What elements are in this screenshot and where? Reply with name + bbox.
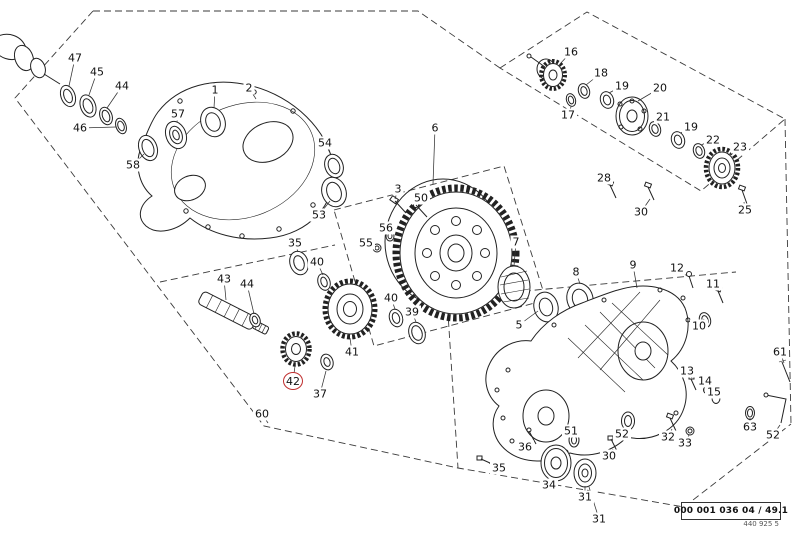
part-callout-52[interactable]: 52 bbox=[764, 428, 782, 442]
part-callout-32[interactable]: 32 bbox=[659, 430, 677, 444]
part-callout-7[interactable]: 7 bbox=[510, 235, 522, 249]
part-callout-8[interactable]: 8 bbox=[570, 265, 582, 279]
part-callout-46[interactable]: 46 bbox=[71, 121, 89, 135]
part-callout-31[interactable]: 31 bbox=[590, 512, 608, 526]
input-shaft bbox=[198, 291, 270, 335]
part-callout-33[interactable]: 33 bbox=[676, 436, 694, 450]
part-callout-51[interactable]: 51 bbox=[562, 424, 580, 438]
lower-gear-group bbox=[280, 250, 426, 371]
part-callout-52[interactable]: 52 bbox=[613, 427, 631, 441]
left-seal-stack bbox=[59, 84, 226, 162]
part-callout-30[interactable]: 30 bbox=[632, 205, 650, 219]
part-callout-53[interactable]: 53 bbox=[310, 208, 328, 222]
part-callout-1[interactable]: 1 bbox=[209, 83, 221, 97]
part-callout-9[interactable]: 9 bbox=[627, 258, 639, 272]
part-callout-40[interactable]: 40 bbox=[382, 291, 400, 305]
part-callout-56[interactable]: 56 bbox=[377, 221, 395, 235]
top-right-cluster bbox=[526, 53, 748, 205]
part-callout-39[interactable]: 39 bbox=[403, 305, 421, 319]
part-callout-50[interactable]: 50 bbox=[412, 191, 430, 205]
part-callout-47[interactable]: 47 bbox=[66, 51, 84, 65]
axle-stub bbox=[0, 33, 61, 85]
part-callout-11[interactable]: 11 bbox=[704, 277, 722, 291]
part-callout-10[interactable]: 10 bbox=[690, 319, 708, 333]
part-callout-20[interactable]: 20 bbox=[651, 81, 669, 95]
part-callout-6[interactable]: 6 bbox=[429, 121, 441, 135]
drawing-number-box: 000 001 036 04 / 49.1 bbox=[674, 502, 788, 520]
part-callout-34[interactable]: 34 bbox=[540, 478, 558, 492]
coupling-drum bbox=[497, 265, 531, 309]
part-callout-25[interactable]: 25 bbox=[736, 203, 754, 217]
part-callout-21[interactable]: 21 bbox=[654, 110, 672, 124]
part-callout-43[interactable]: 43 bbox=[215, 272, 233, 286]
part-callout-12[interactable]: 12 bbox=[668, 261, 686, 275]
part-callout-57[interactable]: 57 bbox=[169, 107, 187, 121]
part-callout-19[interactable]: 19 bbox=[613, 79, 631, 93]
part-callout-36[interactable]: 36 bbox=[516, 440, 534, 454]
part-callout-40[interactable]: 40 bbox=[308, 255, 326, 269]
part-callout-35[interactable]: 35 bbox=[490, 461, 508, 475]
part-callout-45[interactable]: 45 bbox=[88, 65, 106, 79]
part-callout-54[interactable]: 54 bbox=[316, 136, 334, 150]
main-gear bbox=[384, 178, 520, 322]
part-callout-19[interactable]: 19 bbox=[682, 120, 700, 134]
center-seal-bearing bbox=[321, 153, 347, 208]
cover-front bbox=[137, 81, 335, 240]
part-callout-35[interactable]: 35 bbox=[286, 236, 304, 250]
part-callout-14[interactable]: 14 bbox=[696, 374, 714, 388]
part-callout-28[interactable]: 28 bbox=[595, 171, 613, 185]
part-callout-55[interactable]: 55 bbox=[357, 236, 375, 250]
part-callout-13[interactable]: 13 bbox=[678, 364, 696, 378]
part-callout-23[interactable]: 23 bbox=[731, 140, 749, 154]
part-callout-61[interactable]: 61 bbox=[771, 345, 789, 359]
part-callout-60[interactable]: 60 bbox=[253, 407, 271, 421]
part-callout-44[interactable]: 44 bbox=[113, 79, 131, 93]
part-callout-5[interactable]: 5 bbox=[513, 318, 525, 332]
part-callout-37[interactable]: 37 bbox=[311, 387, 329, 401]
part-callout-42[interactable]: 42 bbox=[283, 372, 303, 390]
part-callout-31[interactable]: 31 bbox=[576, 490, 594, 504]
part-callout-41[interactable]: 41 bbox=[343, 345, 361, 359]
part-callout-63[interactable]: 63 bbox=[741, 420, 759, 434]
part-callout-58[interactable]: 58 bbox=[124, 158, 142, 172]
part-callout-30[interactable]: 30 bbox=[600, 449, 618, 463]
part-callout-2[interactable]: 2 bbox=[243, 81, 255, 95]
part-callout-15[interactable]: 15 bbox=[705, 385, 723, 399]
callout-leader bbox=[432, 127, 436, 185]
part-callout-16[interactable]: 16 bbox=[562, 45, 580, 59]
part-callout-22[interactable]: 22 bbox=[704, 133, 722, 147]
bearing-5 bbox=[533, 291, 559, 323]
part-callout-44[interactable]: 44 bbox=[238, 277, 256, 291]
part-callout-18[interactable]: 18 bbox=[592, 66, 610, 80]
drawing-number: 000 001 036 04 / 49.1 bbox=[673, 506, 789, 516]
part-callout-17[interactable]: 17 bbox=[559, 108, 577, 122]
part-callout-3[interactable]: 3 bbox=[392, 182, 404, 196]
drawing-number-small: 440 925 5 bbox=[743, 520, 779, 528]
cover-rear bbox=[485, 285, 691, 462]
